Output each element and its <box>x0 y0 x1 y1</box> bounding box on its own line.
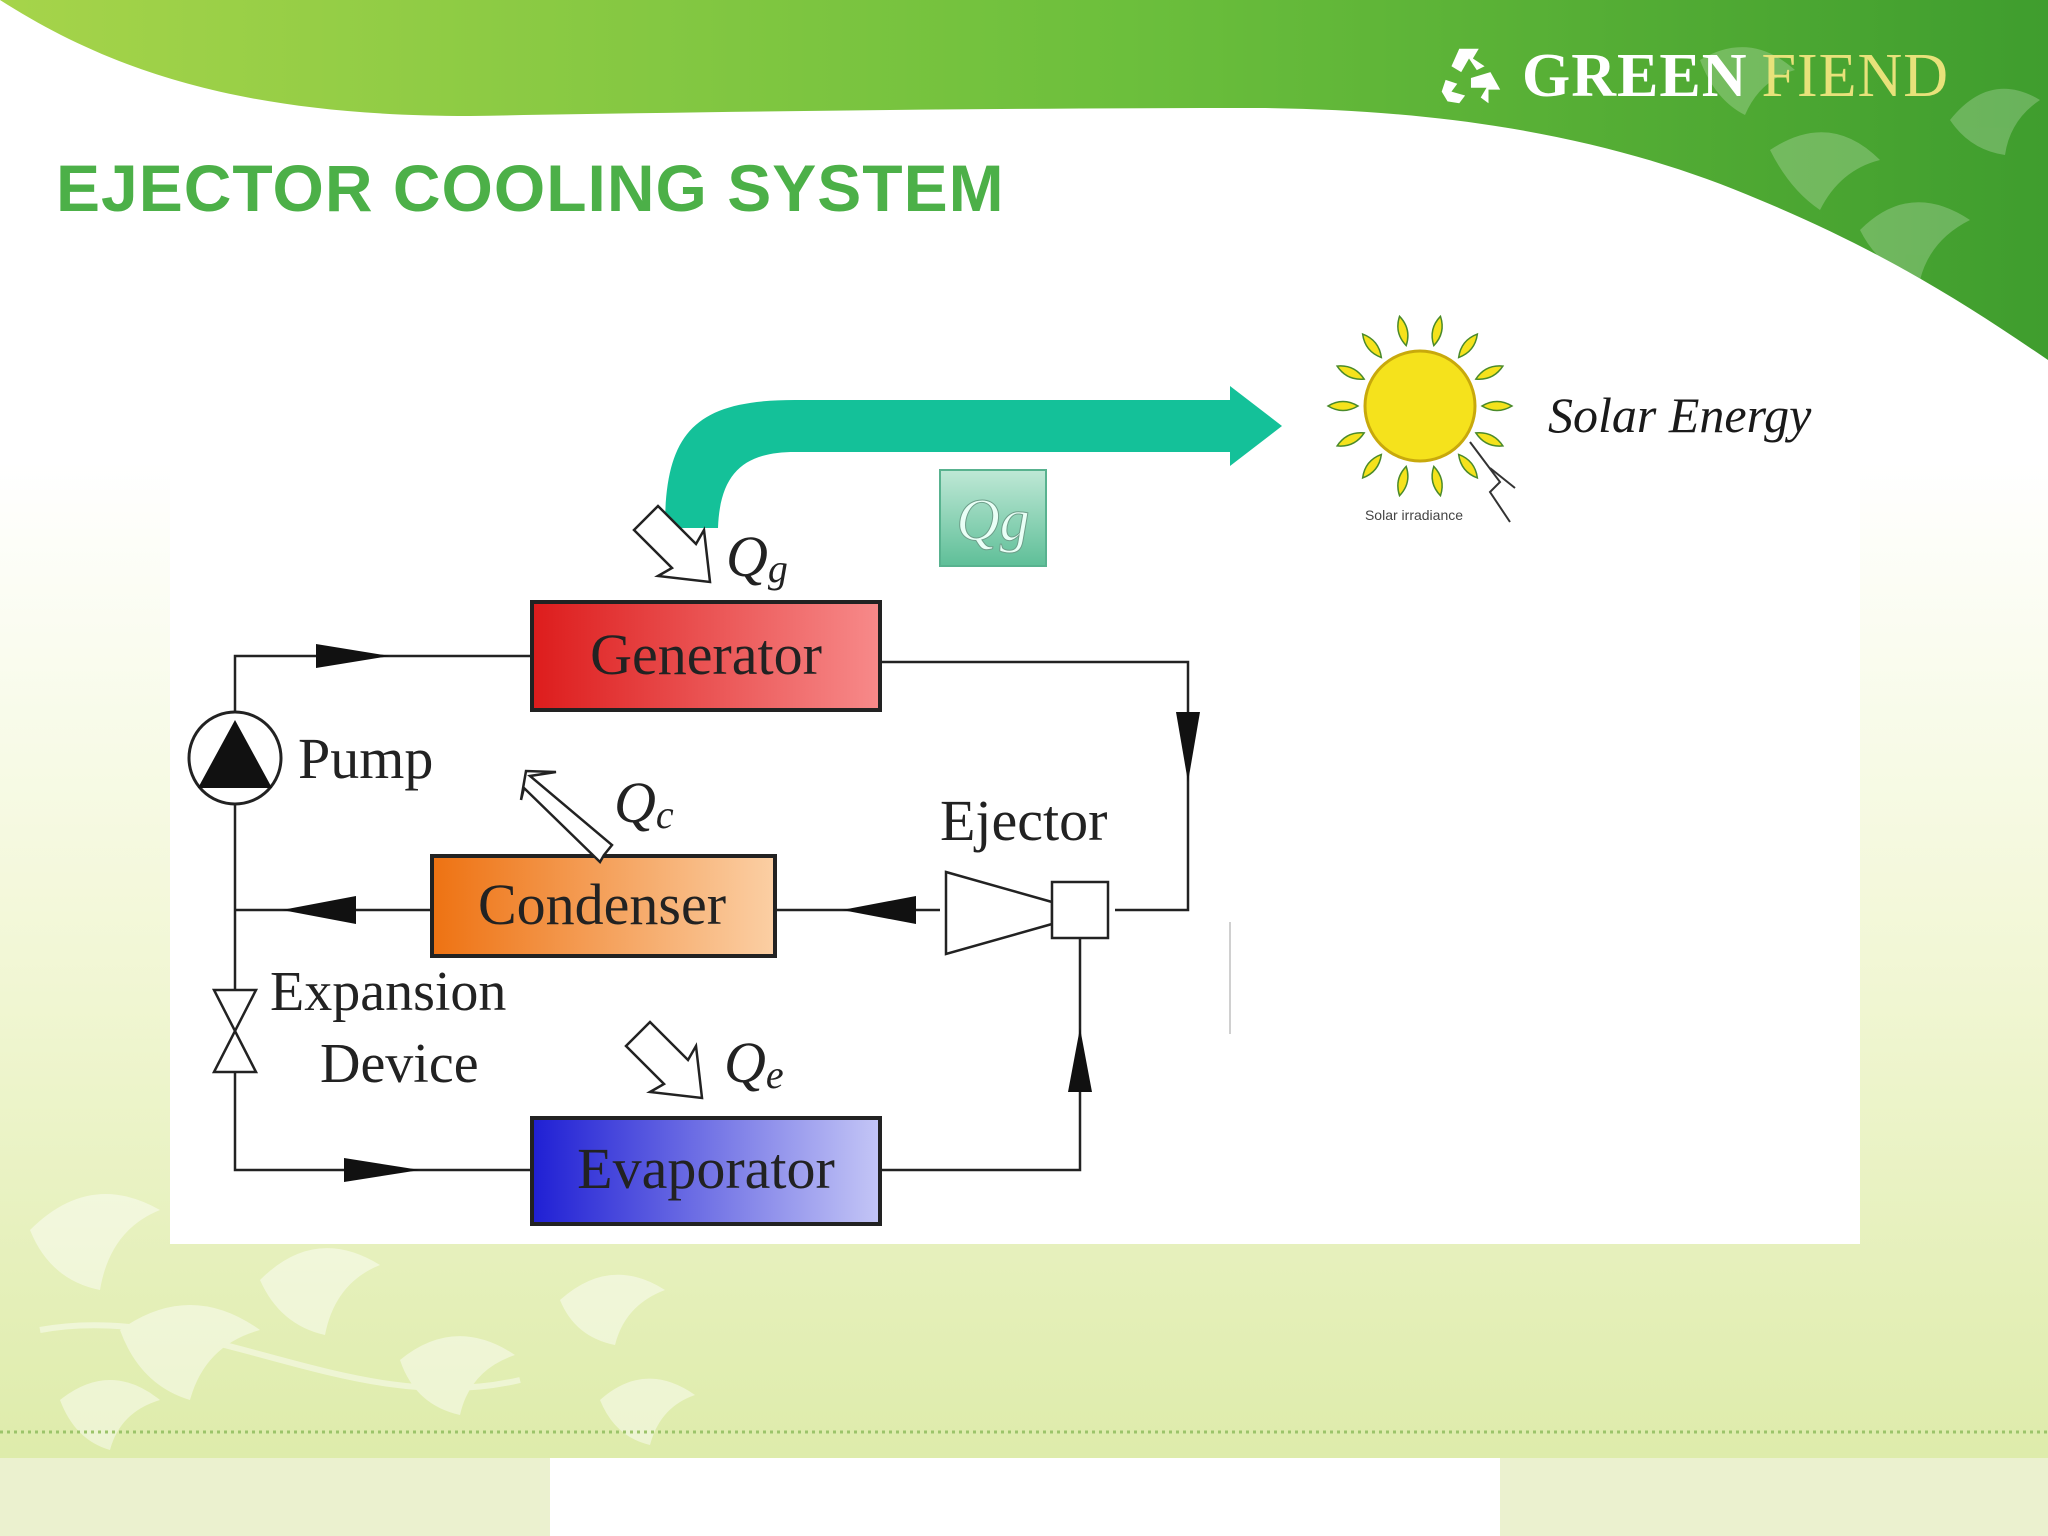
generator-label: Generator <box>590 622 822 687</box>
qg-badge: Qg <box>939 469 1047 567</box>
sun-ray <box>1397 314 1409 347</box>
qe-heat-arrow <box>624 1020 704 1100</box>
condenser-label: Condenser <box>478 872 726 937</box>
heat-arrows <box>519 504 712 1100</box>
qg-label: Qg <box>726 524 788 591</box>
expansion-valve-icon <box>211 988 259 1074</box>
sun-ray <box>1361 332 1383 359</box>
expansion-label-line1: Expansion <box>270 961 506 1023</box>
sun-icon <box>1326 314 1516 523</box>
expansion-label-line2: Device <box>320 1033 479 1095</box>
qg-heat-arrow <box>632 504 712 584</box>
pump-icon <box>187 710 283 806</box>
sun-ray <box>1335 432 1366 447</box>
ejector-cooling-diagram: Qg Solar irradiance Solar Energy <box>170 292 1860 1244</box>
generator-box: Generator <box>530 600 882 712</box>
ejector-icon <box>944 870 1110 956</box>
teal-heat-arrow <box>665 386 1282 528</box>
sun-ray <box>1474 365 1505 380</box>
sun-ray <box>1326 400 1360 412</box>
sun-ray <box>1361 453 1383 480</box>
sun-ray <box>1474 432 1505 447</box>
brand-word-green: GREEN <box>1522 41 1748 110</box>
pump-label: Pump <box>298 726 433 791</box>
qc-heat-arrow <box>519 769 614 865</box>
flow-arrow-bottom <box>344 1158 420 1182</box>
sun-ray <box>1397 465 1409 498</box>
flow-arrow-ejector-out <box>842 896 916 924</box>
qe-label: Qe <box>724 1030 784 1097</box>
brand-logo: GREEN FIEND <box>1430 36 1949 116</box>
recycle-icon <box>1441 48 1501 104</box>
condenser-box: Condenser <box>430 854 777 958</box>
sun-ray <box>1431 465 1443 498</box>
evaporator-box: Evaporator <box>530 1116 882 1226</box>
flow-arrow-right <box>1176 712 1200 782</box>
evaporator-label: Evaporator <box>577 1136 835 1201</box>
flow-arrow-condenser-out <box>282 896 356 924</box>
sun-ray <box>1335 365 1366 380</box>
qg-badge-text: Qg <box>956 487 1029 553</box>
sun-ray <box>1457 453 1479 480</box>
solar-energy-label: Solar Energy <box>1548 387 1812 443</box>
flow-arrows <box>282 644 1200 1182</box>
flow-arrow-evaporator-out <box>1068 1028 1092 1092</box>
solar-irradiance-caption: Solar irradiance <box>1365 507 1463 523</box>
sun-ray <box>1457 332 1479 359</box>
sun-ray <box>1431 314 1443 347</box>
qc-label: Qc <box>614 770 674 837</box>
ejector-label: Ejector <box>940 788 1107 853</box>
sun-ray <box>1480 400 1514 412</box>
flow-arrow-top <box>316 644 390 668</box>
brand-word-fiend: FIEND <box>1761 41 1950 110</box>
page-title: EJECTOR COOLING SYSTEM <box>56 151 1005 225</box>
